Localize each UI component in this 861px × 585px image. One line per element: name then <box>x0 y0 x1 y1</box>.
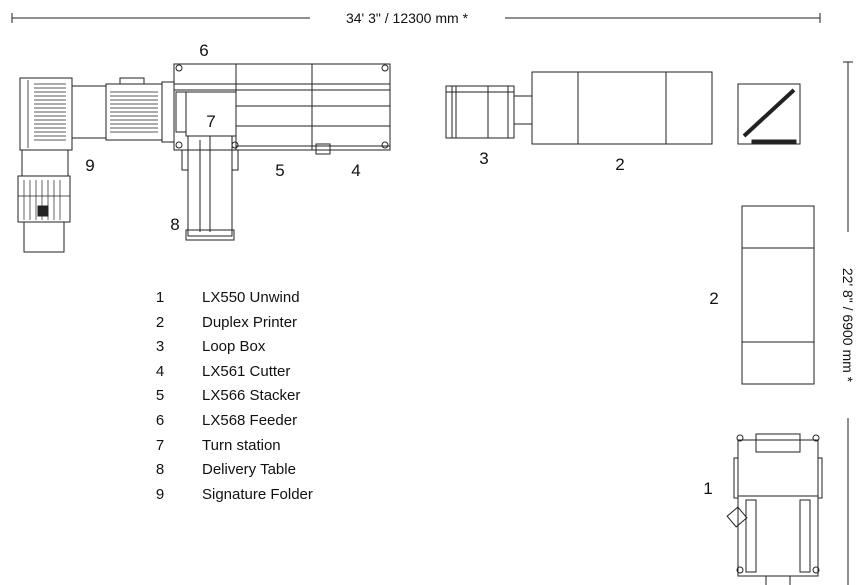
callout-3: 3 <box>479 149 488 168</box>
legend-label: Turn station <box>202 436 281 454</box>
width-dimension-label: 34' 3" / 12300 mm * <box>346 10 469 26</box>
legend-label: Signature Folder <box>202 485 313 503</box>
callout-2-vertical: 2 <box>709 289 718 308</box>
callout-2-horizontal: 2 <box>615 155 624 174</box>
height-dimension-line <box>843 61 853 585</box>
legend-label: Duplex Printer <box>202 313 298 331</box>
legend-label: LX566 Stacker <box>202 387 301 405</box>
height-dimension-label: 22' 8" / 6900 mm * <box>840 267 856 383</box>
width-dimension-line <box>11 13 821 23</box>
callout-6: 6 <box>199 41 208 60</box>
callout-4: 4 <box>351 161 360 180</box>
signature-folder-machine <box>17 77 175 253</box>
feeder-stacker-cutter-machine <box>173 63 391 155</box>
legend-number: 2 <box>155 313 165 331</box>
legend-number: 9 <box>155 485 165 503</box>
legend-number: 1 <box>155 289 165 306</box>
duplex-printer-vertical <box>741 205 815 385</box>
callout-7: 7 <box>206 112 215 131</box>
duplex-printer-horizontal <box>531 71 713 145</box>
legend-number: 5 <box>155 387 165 405</box>
legend-number: 4 <box>155 362 165 380</box>
legend-label: LX561 Cutter <box>202 362 291 380</box>
callout-9: 9 <box>85 156 94 175</box>
callout-1: 1 <box>703 479 712 498</box>
loop-box <box>445 85 533 139</box>
legend-label: Loop Box <box>202 338 266 356</box>
legend-number: 6 <box>155 411 165 429</box>
delivery-table <box>181 135 239 241</box>
legend-number: 3 <box>155 338 165 356</box>
legend-number: 8 <box>155 461 165 479</box>
legend-label: LX568 Feeder <box>202 411 298 429</box>
legend-number: 7 <box>155 436 165 454</box>
legend-label: Delivery Table <box>202 461 296 479</box>
callout-5: 5 <box>275 161 284 180</box>
legend-label: LX550 Unwind <box>202 289 300 306</box>
unwind-machine <box>726 433 823 585</box>
callout-8: 8 <box>170 215 179 234</box>
unwind-top-view <box>737 83 801 145</box>
